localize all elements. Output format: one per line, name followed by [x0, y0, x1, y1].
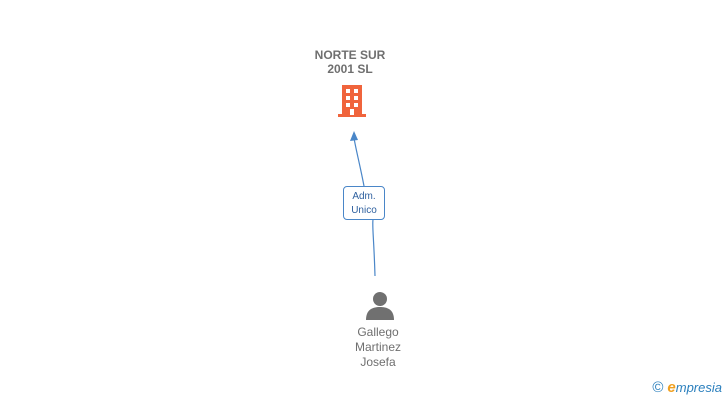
person-name-line-1: Gallego [357, 325, 399, 339]
company-name[interactable]: NORTE SUR 2001 SL [290, 48, 410, 76]
brand-logo[interactable]: © empresia [652, 379, 722, 396]
role-label-line-1: Adm. [352, 191, 376, 202]
copyright-icon: © [652, 379, 664, 396]
person-icon[interactable] [365, 290, 395, 320]
company-name-line-1: NORTE SUR [314, 48, 386, 62]
person-name[interactable]: Gallego Martinez Josefa [318, 325, 438, 370]
arrow-head-icon [350, 131, 358, 141]
person-name-line-2: Martinez [354, 340, 401, 354]
role-label[interactable]: Adm. Unico [343, 186, 385, 220]
building-icon[interactable] [336, 84, 368, 118]
person-name-line-3: Josefa [360, 355, 396, 369]
brand-logo-letter: e [667, 379, 676, 396]
role-label-line-2: Unico [351, 205, 377, 216]
company-name-line-2: 2001 SL [327, 62, 373, 76]
brand-logo-text: mpresia [675, 380, 722, 395]
